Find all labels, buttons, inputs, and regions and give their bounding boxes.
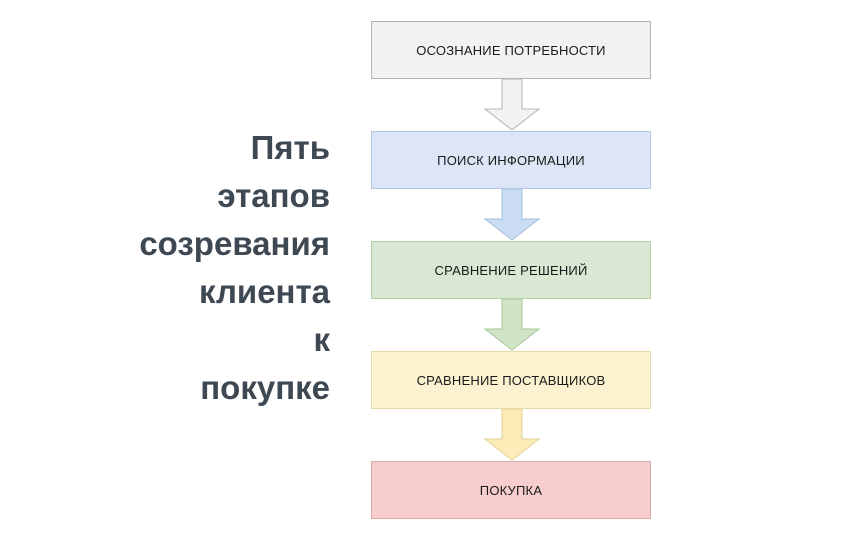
flow-stage-2[interactable]: ПОИСК ИНФОРМАЦИИ <box>371 131 651 189</box>
down-arrow-icon <box>483 79 541 131</box>
flow-stage-1[interactable]: ОСОЗНАНИЕ ПОТРЕБНОСТИ <box>371 21 651 79</box>
flow-stage-4-label: СРАВНЕНИЕ ПОСТАВЩИКОВ <box>416 372 606 388</box>
flow-column: ОСОЗНАНИЕ ПОТРЕБНОСТИ ПОИСК ИНФОРМАЦИИ С… <box>371 21 653 520</box>
flow-stage-2-label: ПОИСК ИНФОРМАЦИИ <box>437 152 585 168</box>
flow-stage-5[interactable]: ПОКУПКА <box>371 461 651 519</box>
flow-stage-1-label: ОСОЗНАНИЕ ПОТРЕБНОСТИ <box>416 42 606 58</box>
flow-stage-3[interactable]: СРАВНЕНИЕ РЕШЕНИЙ <box>371 241 651 299</box>
flow-stage-5-label: ПОКУПКА <box>479 482 543 498</box>
flow-stage-4[interactable]: СРАВНЕНИЕ ПОСТАВЩИКОВ <box>371 351 651 409</box>
down-arrow-icon <box>483 299 541 351</box>
down-arrow-icon <box>483 409 541 461</box>
flow-arrow-1 <box>481 79 543 131</box>
down-arrow-icon <box>483 189 541 241</box>
flow-arrow-3 <box>481 299 543 351</box>
diagram-headline: Пять этапов созревания клиента к покупке <box>139 129 330 406</box>
flow-stage-3-label: СРАВНЕНИЕ РЕШЕНИЙ <box>434 262 588 278</box>
flow-arrow-4 <box>481 409 543 461</box>
flow-arrow-2 <box>481 189 543 241</box>
